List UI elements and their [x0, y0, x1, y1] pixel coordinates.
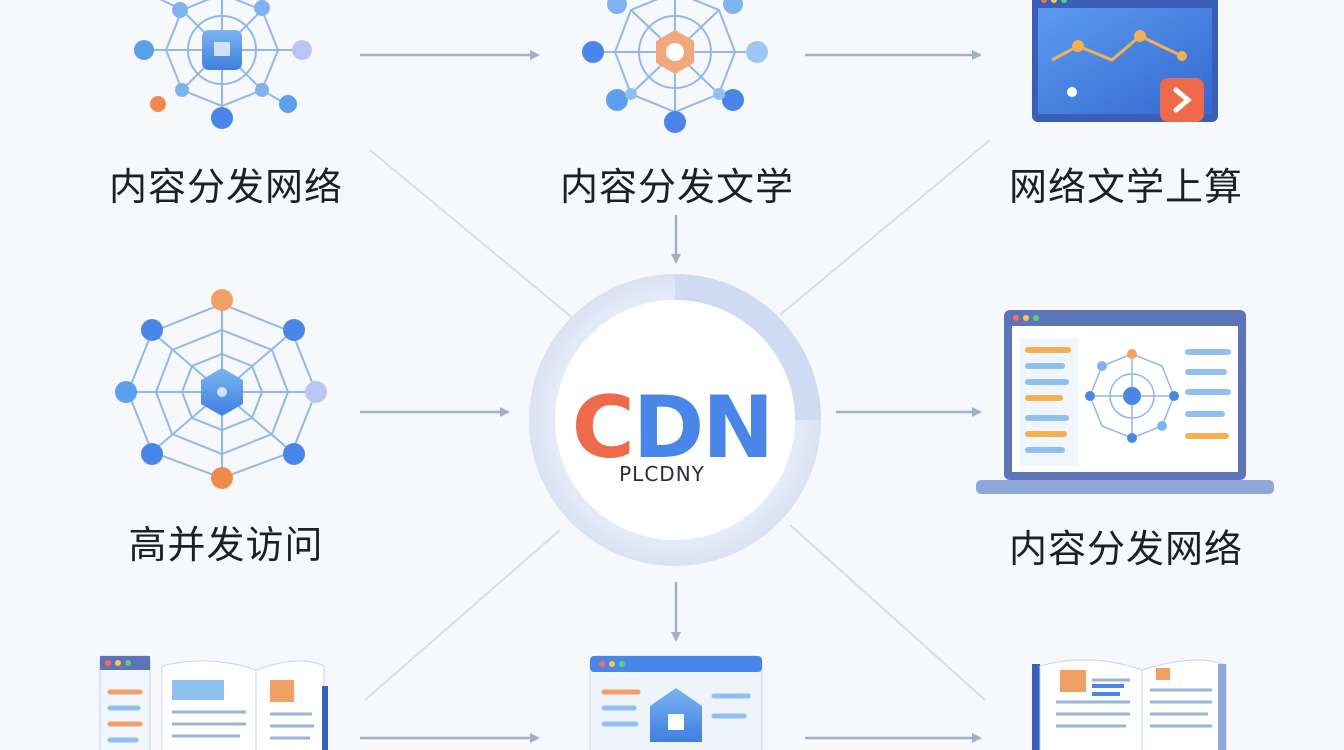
- connector-bottom-left: [364, 529, 561, 701]
- hub-ring-inner: [555, 300, 795, 540]
- arrows: [360, 50, 982, 743]
- cdn-logo-text: CDN: [571, 378, 775, 478]
- cdn-hub: [529, 274, 821, 566]
- connector-bottom-right: [789, 524, 986, 701]
- network-hub-icon: [582, 0, 768, 133]
- open-book-icon: [99, 655, 328, 750]
- connector-top-left: [369, 149, 576, 321]
- hub-ring-accent: [675, 274, 821, 420]
- node-label-top-left: 内容分发网络: [108, 165, 344, 209]
- cdn-subtitle: PLCDNY: [619, 462, 705, 486]
- cdn-logo-dn: DN: [632, 378, 774, 478]
- network-web-icon: [115, 289, 327, 489]
- node-label-top-right: 网络文学上算: [1008, 165, 1244, 209]
- node-label-mid-left: 高并发访问: [128, 523, 324, 567]
- cdn-logo-c: C: [571, 378, 635, 478]
- connector-top-right: [779, 139, 991, 316]
- node-label-top-center: 内容分发文学: [559, 165, 795, 209]
- open-book-icon: [1032, 659, 1227, 750]
- browser-chart-icon: [1032, 0, 1218, 122]
- network-hub-icon: [134, 0, 312, 129]
- laptop-dashboard-icon: [976, 310, 1274, 494]
- node-label-mid-right: 内容分发网络: [1008, 527, 1244, 571]
- diagonal-connectors: [364, 139, 991, 701]
- browser-home-icon: [589, 655, 763, 750]
